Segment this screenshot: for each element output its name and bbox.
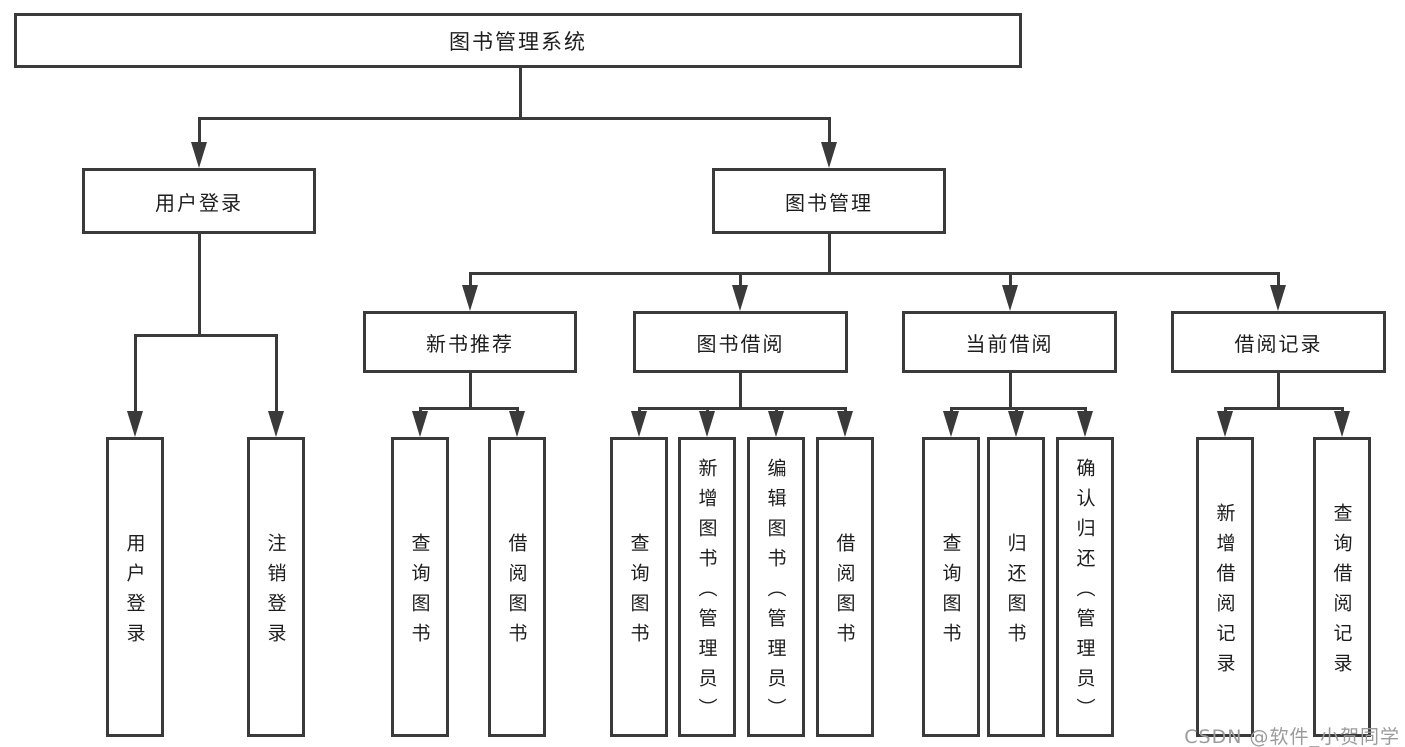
- connector-line: [275, 334, 278, 413]
- connector-line: [739, 373, 742, 410]
- arrow-down-icon: [127, 411, 143, 437]
- connector-line: [1084, 407, 1087, 413]
- node-leaf-add-book: 新增图书（管理员）: [678, 437, 736, 737]
- arrow-down-icon: [837, 411, 853, 437]
- connector-line: [638, 407, 847, 410]
- arrow-down-icon: [1002, 285, 1018, 311]
- node-label: 注销登录: [264, 532, 287, 653]
- node-leaf-user-login: 用户登录: [106, 437, 164, 737]
- connector-line: [828, 117, 831, 144]
- node-label: 查询借阅记录: [1330, 502, 1353, 683]
- connector-line: [844, 407, 847, 413]
- node-label: 借阅图书: [505, 532, 528, 653]
- connector-line: [775, 407, 778, 413]
- node-label: 查询图书: [939, 532, 962, 653]
- node-leaf-edit-book: 编辑图书（管理员）: [747, 437, 805, 737]
- node-label: 借阅记录: [1234, 331, 1323, 356]
- node-label: 新增借阅记录: [1213, 502, 1236, 683]
- connector-line: [134, 334, 278, 337]
- node-label: 用户登录: [155, 190, 243, 215]
- node-label: 借阅图书: [833, 532, 856, 653]
- connector-line: [469, 272, 472, 287]
- node-leaf-logout: 注销登录: [247, 437, 305, 737]
- connector-line: [134, 334, 137, 413]
- watermark: CSDN @软件_小贺同学: [1184, 726, 1400, 747]
- node-label: 当前借阅: [965, 331, 1054, 356]
- connector-line: [419, 407, 519, 410]
- connector-line: [950, 407, 1087, 410]
- arrow-down-icon: [732, 285, 748, 311]
- arrow-down-icon: [1270, 285, 1286, 311]
- connector-line: [739, 272, 742, 287]
- connector-line: [828, 234, 831, 275]
- arrow-down-icon: [191, 142, 207, 168]
- arrow-down-icon: [412, 411, 428, 437]
- arrow-down-icon: [509, 411, 525, 437]
- arrow-down-icon: [1334, 411, 1350, 437]
- connector-line: [1277, 272, 1280, 287]
- connector-line: [1009, 272, 1012, 287]
- node-label: 图书借阅: [696, 331, 785, 356]
- arrow-down-icon: [268, 411, 284, 437]
- connector-line: [1224, 407, 1227, 413]
- arrow-down-icon: [1077, 411, 1093, 437]
- connector-line: [706, 407, 709, 413]
- connector-line: [1015, 407, 1018, 413]
- arrow-down-icon: [699, 411, 715, 437]
- connector-line: [198, 234, 201, 337]
- node-label: 新增图书（管理员）: [695, 457, 718, 728]
- connector-line: [950, 407, 953, 413]
- connector-line: [469, 272, 1280, 275]
- node-user-login: 用户登录: [82, 168, 316, 234]
- node-label: 查询图书: [627, 532, 650, 653]
- connector-line: [1277, 373, 1280, 410]
- node-label: 编辑图书（管理员）: [764, 457, 787, 728]
- node-label: 用户登录: [123, 532, 146, 653]
- arrow-down-icon: [943, 411, 959, 437]
- node-leaf-add-record: 新增借阅记录: [1196, 437, 1254, 737]
- node-current-borrow: 当前借阅: [902, 311, 1117, 373]
- connector-line: [1224, 407, 1344, 410]
- node-leaf-confirm-return: 确认归还（管理员）: [1056, 437, 1114, 737]
- node-new-book-rec: 新书推荐: [363, 311, 577, 373]
- connector-line: [198, 117, 831, 120]
- node-leaf-return-book: 归还图书: [987, 437, 1045, 737]
- node-label: 图书管理系统: [449, 29, 587, 54]
- node-label: 查询图书: [408, 532, 431, 653]
- node-leaf-query-book-3: 查询图书: [922, 437, 980, 737]
- connector-line: [516, 407, 519, 413]
- connector-line: [198, 117, 201, 144]
- node-label: 新书推荐: [426, 331, 514, 356]
- node-book-mgmt: 图书管理: [712, 168, 946, 234]
- arrow-down-icon: [462, 285, 478, 311]
- node-label: 确认归还（管理员）: [1073, 457, 1096, 728]
- node-book-borrow: 图书借阅: [633, 311, 848, 373]
- node-label: 归还图书: [1004, 532, 1027, 653]
- connector-line: [638, 407, 641, 413]
- connector-line: [1341, 407, 1344, 413]
- node-system: 图书管理系统: [14, 13, 1022, 68]
- node-leaf-query-book-2: 查询图书: [610, 437, 668, 737]
- arrow-down-icon: [1008, 411, 1024, 437]
- arrow-down-icon: [1217, 411, 1233, 437]
- connector-line: [469, 373, 472, 410]
- arrow-down-icon: [768, 411, 784, 437]
- node-leaf-borrow-book-1: 借阅图书: [488, 437, 546, 737]
- connector-line: [519, 68, 522, 120]
- node-borrow-record: 借阅记录: [1171, 311, 1386, 373]
- connector-line: [419, 407, 422, 413]
- arrow-down-icon: [631, 411, 647, 437]
- node-label: 图书管理: [785, 190, 873, 215]
- connector-line: [1009, 373, 1012, 410]
- node-leaf-query-record: 查询借阅记录: [1313, 437, 1371, 737]
- arrow-down-icon: [821, 142, 837, 168]
- node-leaf-borrow-book-2: 借阅图书: [816, 437, 874, 737]
- node-leaf-query-book-1: 查询图书: [391, 437, 449, 737]
